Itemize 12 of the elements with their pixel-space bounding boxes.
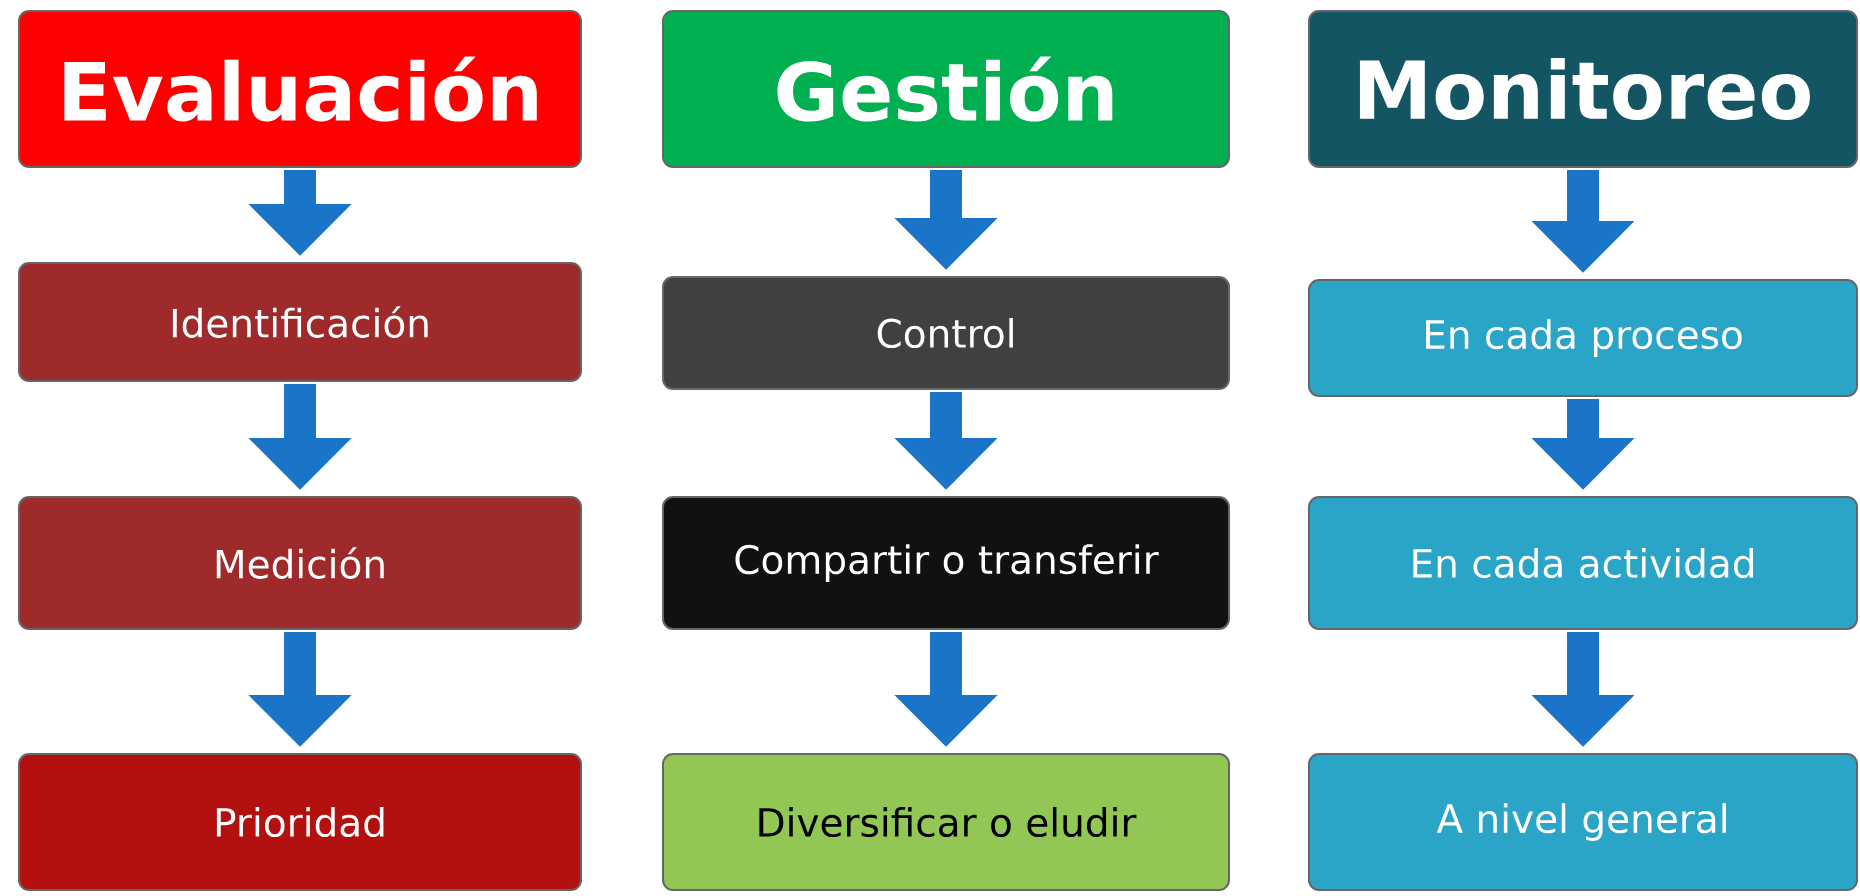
title-box: Gestión: [662, 10, 1230, 168]
title-box: Evaluación: [18, 10, 582, 168]
step-box: En cada actividad: [1308, 496, 1858, 630]
step-box: Identificación: [18, 262, 582, 382]
step-box: A nivel general: [1308, 753, 1858, 891]
step-box: En cada proceso: [1308, 279, 1858, 397]
step-box: Medición: [18, 496, 582, 630]
step-box: Prioridad: [18, 753, 582, 891]
step-box: Diversificar o eludir: [662, 753, 1230, 891]
step-box: Control: [662, 276, 1230, 390]
title-box: Monitoreo: [1308, 10, 1858, 168]
step-box: Compartir o transferir: [662, 496, 1230, 630]
